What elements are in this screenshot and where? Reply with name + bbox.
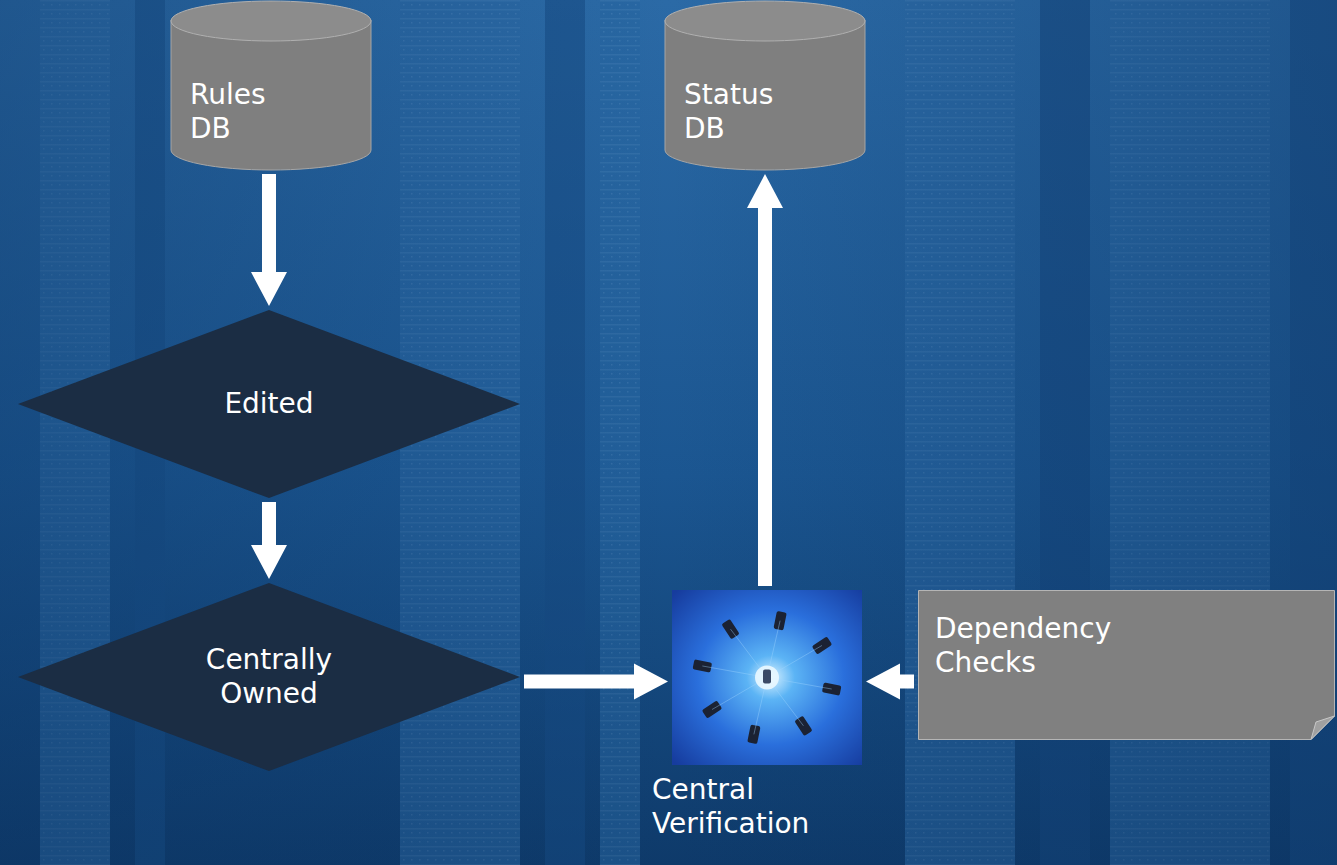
decision-diamond: Centrally Owned [18,583,520,771]
node-label: Centrally Owned [206,643,332,710]
node-label: Rules DB [190,78,266,145]
block-arrow [251,174,287,306]
database-cylinder: Rules DB [170,0,372,170]
block-arrow [747,174,783,586]
block-arrow [524,664,668,700]
decision-diamond: Edited [18,310,520,498]
node-label: Status DB [684,78,773,145]
verification-icon: Central Verification [672,590,862,773]
block-arrow [866,664,914,700]
node-label: Dependency Checks [935,612,1111,679]
block-arrow [251,502,287,579]
verification-icon-outline [672,590,862,765]
node-label: Edited [224,387,313,421]
icon-label: Central Verification [652,773,809,840]
note-box: Dependency Checks [918,590,1335,740]
database-cylinder: Status DB [664,0,866,170]
